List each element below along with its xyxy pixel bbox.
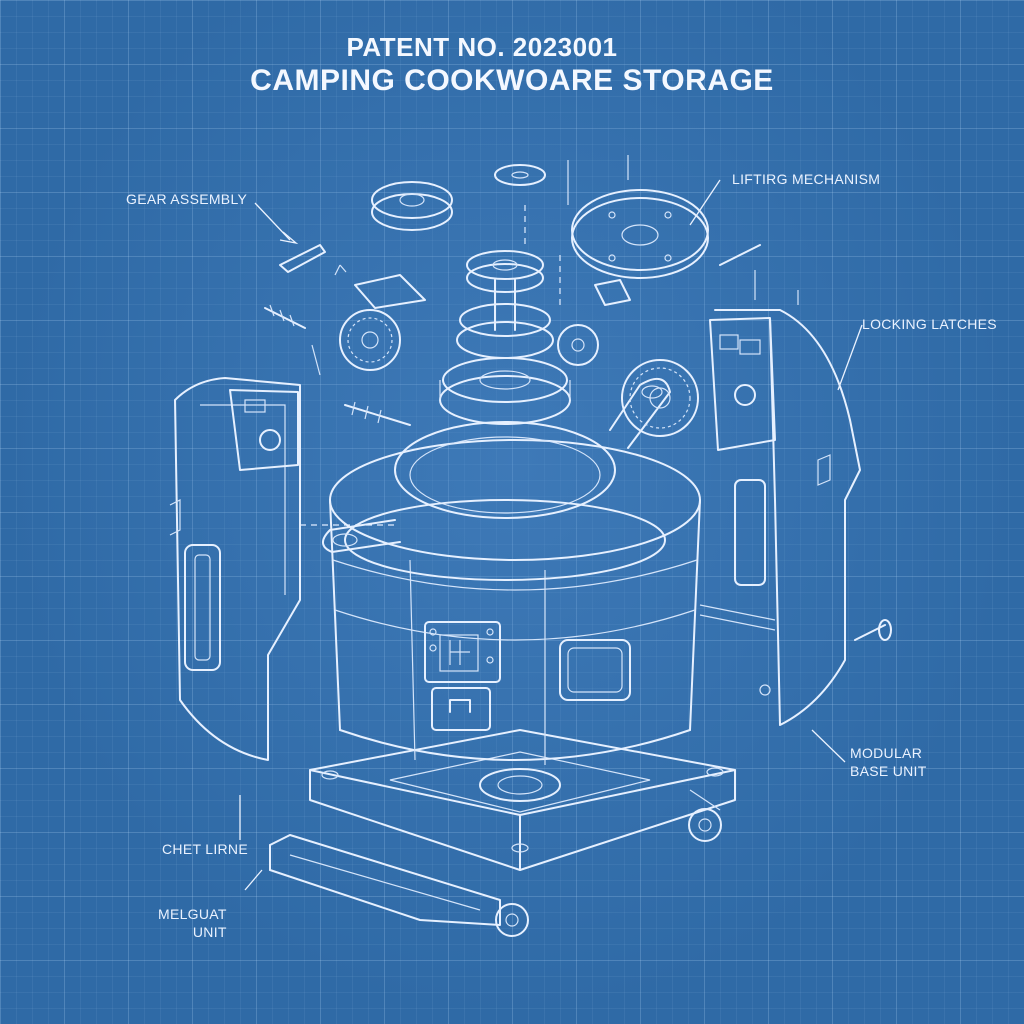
label-chet-line: CHET LIRNE	[162, 841, 248, 857]
central-gear-stack	[439, 250, 571, 425]
diagram-title: CAMPING COOKWOARE STORAGE	[250, 64, 774, 97]
label-gear-assembly: GEAR ASSEMBLY	[126, 191, 248, 207]
storage-pot	[329, 439, 701, 765]
label-modular-base-line1: MODULAR	[850, 745, 923, 761]
loose-gears	[339, 164, 699, 437]
hardware-parts	[264, 155, 799, 426]
leader-lines	[239, 179, 863, 891]
label-melguat-line1: MELGUAT	[158, 906, 227, 922]
label-melguat-line2: UNIT	[192, 924, 227, 940]
label-lifting-mechanism: LIFTIRG MECHANISM	[732, 171, 881, 187]
left-latch-panel	[169, 377, 301, 761]
label-locking-latches: LOCKING LATCHES	[862, 316, 997, 332]
label-melguat-unit: MELGUAT UNIT	[158, 905, 227, 941]
label-modular-base-unit: MODULAR BASE UNIT	[850, 744, 927, 780]
patent-number: PATENT NO. 2023001	[346, 32, 618, 62]
frying-pan	[322, 377, 671, 581]
right-latch-panel	[699, 309, 892, 726]
label-modular-base-line2: BASE UNIT	[850, 763, 927, 779]
lifting-lid-plate	[571, 189, 709, 279]
modular-base-cart	[269, 729, 736, 937]
